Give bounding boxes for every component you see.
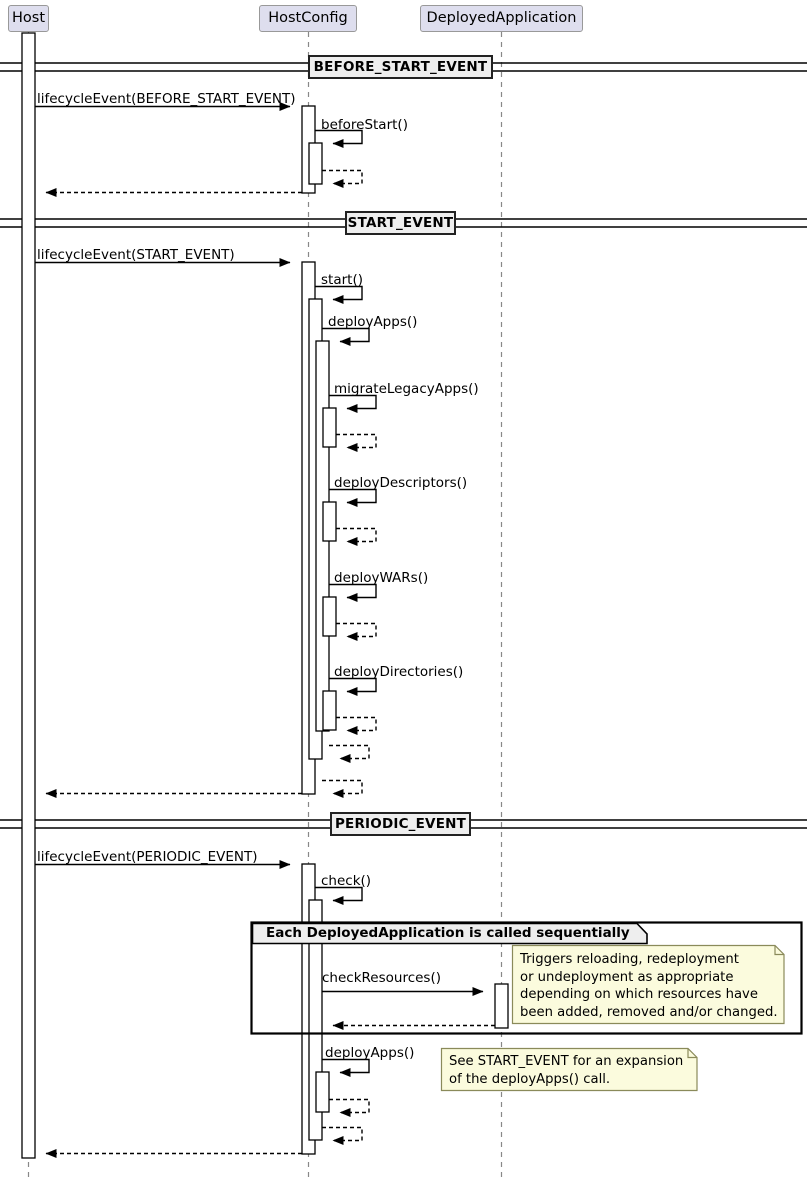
participant-deployedapplication[interactable]: DeployedApplication <box>420 5 583 32</box>
arrows-before-start <box>35 102 363 197</box>
arrow-m23 <box>329 1098 370 1117</box>
message-label-beforestart: beforeStart() <box>321 117 408 133</box>
group-label-each-deployed-application: Each DeployedApplication is called seque… <box>253 924 637 943</box>
message-label-migratelegacyapps: migrateLegacyApps() <box>334 381 479 397</box>
message-label-start: start() <box>321 272 363 288</box>
divider-periodic-event: PERIODIC_EVENT <box>330 812 471 836</box>
divider-start-event-label: START_EVENT <box>347 215 454 231</box>
arrow-m24 <box>322 1126 363 1145</box>
activation-hostconfig-beforestart <box>308 142 323 185</box>
arrow-m3 <box>322 169 363 188</box>
activation-hostconfig-deploywars <box>322 596 337 637</box>
arrow-m22 <box>322 1058 370 1077</box>
participant-host[interactable]: Host <box>8 5 49 32</box>
activation-deployedapplication-checkresources <box>494 983 509 1029</box>
divider-periodic-event-label: PERIODIC_EVENT <box>334 816 467 832</box>
lifeline-dashes <box>27 32 503 1177</box>
message-label-check: check() <box>321 873 372 889</box>
activations-periodic <box>301 863 509 1155</box>
arrow-m7 <box>322 327 370 346</box>
arrow-m19 <box>315 886 363 905</box>
activation-hostconfig-deploydirectories <box>322 690 337 731</box>
arrow-m15 <box>336 716 377 735</box>
message-label-deploydescriptors: deployDescriptors() <box>334 475 468 491</box>
arrow-m9 <box>336 433 377 452</box>
divider-start-event: START_EVENT <box>345 211 456 235</box>
arrow-m10 <box>329 488 377 507</box>
note-checkresources-text: Triggers reloading, redeployment or undep… <box>520 951 778 1021</box>
divider-before-start-event: BEFORE_START_EVENT <box>308 55 493 79</box>
divider-rules <box>0 62 807 829</box>
activation-hostconfig-migratelegacyapps <box>322 407 337 448</box>
message-label-checkresources: checkResources() <box>322 970 442 986</box>
group-frame <box>250 921 803 1035</box>
arrow-m11 <box>336 527 377 546</box>
arrows-periodic <box>35 860 495 1158</box>
note-line: of the deployApps() call. <box>449 1071 611 1087</box>
note-line: See START_EVENT for an expansion <box>449 1054 684 1069</box>
participant-hostconfig-label: HostConfig <box>268 10 348 27</box>
participant-hostconfig[interactable]: HostConfig <box>259 5 357 32</box>
arrow-m2 <box>315 129 363 148</box>
activation-hostconfig-deploydescriptors <box>322 501 337 542</box>
arrow-m16 <box>329 744 370 763</box>
participant-host-label: Host <box>11 10 45 27</box>
activations-start <box>301 261 337 795</box>
message-label-deploydirectories: deployDirectories() <box>334 664 464 680</box>
group-frame-border <box>250 921 803 1035</box>
message-label-deploywars: deployWARs() <box>334 570 429 586</box>
arrow-m6 <box>315 285 363 304</box>
message-label-lifecycleevent-before-start: lifecycleEvent(BEFORE_START_EVENT) <box>37 91 296 107</box>
group-label-tab <box>251 922 648 945</box>
message-label-lifecycleevent-periodic: lifecycleEvent(PERIODIC_EVENT) <box>37 849 258 865</box>
message-label-periodic-deployapps: deployApps() <box>325 1045 415 1061</box>
note-checkresources-shape <box>511 944 785 1025</box>
note-line: depending on which resources have <box>520 987 758 1003</box>
divider-before-start-event-label: BEFORE_START_EVENT <box>313 59 488 75</box>
arrows-start <box>35 258 377 798</box>
arrow-m12 <box>329 583 377 602</box>
arrow-m16b <box>322 779 363 798</box>
note-line: or undeployment as appropriate <box>520 969 734 985</box>
note-line: been added, removed and/or changed. <box>520 1004 778 1020</box>
participant-deployedapplication-label: DeployedApplication <box>426 10 577 27</box>
group-label-text: Each DeployedApplication is called seque… <box>266 924 630 941</box>
note-deployapps-shape <box>440 1047 698 1092</box>
note-deployapps-text: See START_EVENT for an expansion of the d… <box>449 1053 683 1088</box>
activation-hostconfig-periodic-deployapps <box>315 1071 330 1113</box>
arrow-m8 <box>329 394 377 413</box>
arrow-m14 <box>329 677 377 696</box>
message-label-deployapps: deployApps() <box>328 314 418 330</box>
activation-host <box>21 32 36 1159</box>
message-label-lifecycleevent-start: lifecycleEvent(START_EVENT) <box>37 247 235 263</box>
note-line: Triggers reloading, redeployment <box>520 952 739 967</box>
activations-before-start <box>301 105 323 194</box>
arrow-m13 <box>336 622 377 641</box>
